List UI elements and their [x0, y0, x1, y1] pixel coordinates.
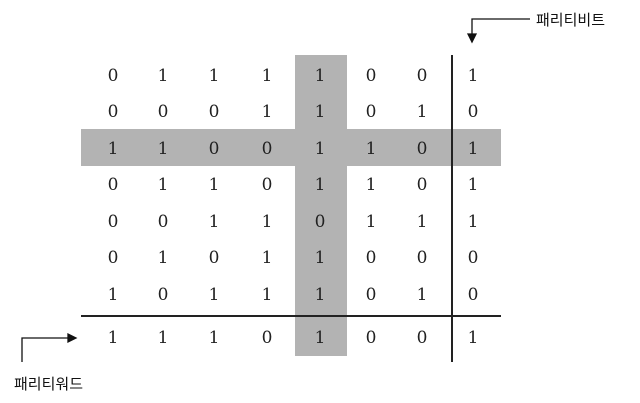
bit-cell: 0 — [416, 248, 428, 268]
bit-cell: 0 — [157, 102, 169, 122]
bit-cell: 0 — [208, 102, 220, 122]
bit-cell: 0 — [157, 285, 169, 305]
bit-cell: 1 — [314, 328, 326, 348]
bit-cell: 0 — [416, 175, 428, 195]
bit-cell: 1 — [467, 328, 479, 348]
bit-cell: 1 — [261, 285, 273, 305]
bit-cell: 1 — [365, 139, 377, 159]
bit-cell: 1 — [107, 285, 119, 305]
bit-cell: 1 — [416, 212, 428, 232]
bit-cell: 1 — [314, 175, 326, 195]
bit-cell: 0 — [365, 102, 377, 122]
bit-cell: 1 — [157, 66, 169, 86]
bit-cell: 1 — [208, 285, 220, 305]
bit-cell: 0 — [208, 248, 220, 268]
bit-cell: 0 — [261, 175, 273, 195]
bit-cell: 1 — [467, 139, 479, 159]
bit-cell: 1 — [208, 175, 220, 195]
bit-cell: 1 — [208, 66, 220, 86]
bit-cell: 1 — [157, 139, 169, 159]
bit-cell: 0 — [107, 248, 119, 268]
bit-cell: 0 — [107, 102, 119, 122]
bit-cell: 0 — [107, 212, 119, 232]
bit-cell: 1 — [467, 212, 479, 232]
bit-cell: 0 — [416, 328, 428, 348]
bit-cell: 0 — [365, 248, 377, 268]
parity-bit-separator — [451, 55, 453, 362]
bit-cell: 1 — [157, 175, 169, 195]
bit-cell: 0 — [365, 328, 377, 348]
bit-cell: 0 — [416, 66, 428, 86]
bit-cell: 1 — [365, 175, 377, 195]
parity-bit-arrow — [466, 18, 530, 44]
bit-cell: 0 — [365, 66, 377, 86]
bit-cell: 1 — [208, 328, 220, 348]
parity-word-label: 패리티워드 — [14, 375, 84, 393]
bit-cell: 1 — [261, 212, 273, 232]
bit-cell: 1 — [467, 66, 479, 86]
bit-cell: 0 — [261, 139, 273, 159]
highlight-row — [81, 129, 501, 166]
bit-cell: 1 — [416, 102, 428, 122]
bit-cell: 0 — [416, 139, 428, 159]
bit-cell: 1 — [314, 139, 326, 159]
bit-cell: 1 — [467, 175, 479, 195]
bit-cell: 1 — [314, 285, 326, 305]
bit-cell: 1 — [365, 212, 377, 232]
bit-cell: 0 — [467, 102, 479, 122]
highlight-column — [295, 55, 347, 356]
bit-cell: 1 — [157, 248, 169, 268]
parity-word-arrow — [21, 332, 78, 362]
bit-cell: 1 — [261, 248, 273, 268]
parity-bit-label: 패리티비트 — [536, 11, 606, 29]
bit-cell: 0 — [107, 175, 119, 195]
bit-cell: 1 — [107, 139, 119, 159]
bit-cell: 0 — [208, 139, 220, 159]
bit-cell: 1 — [416, 285, 428, 305]
bit-cell: 0 — [261, 328, 273, 348]
bit-cell: 0 — [157, 212, 169, 232]
bit-cell: 1 — [208, 212, 220, 232]
bit-cell: 0 — [467, 285, 479, 305]
bit-cell: 1 — [261, 66, 273, 86]
bit-cell: 1 — [314, 248, 326, 268]
bit-cell: 0 — [467, 248, 479, 268]
bit-cell: 0 — [107, 66, 119, 86]
bit-cell: 1 — [157, 328, 169, 348]
bit-cell: 1 — [107, 328, 119, 348]
bit-cell: 0 — [365, 285, 377, 305]
bit-cell: 1 — [261, 102, 273, 122]
bit-cell: 1 — [314, 66, 326, 86]
bit-cell: 0 — [314, 212, 326, 232]
parity-word-separator — [81, 315, 501, 317]
bit-cell: 1 — [314, 102, 326, 122]
